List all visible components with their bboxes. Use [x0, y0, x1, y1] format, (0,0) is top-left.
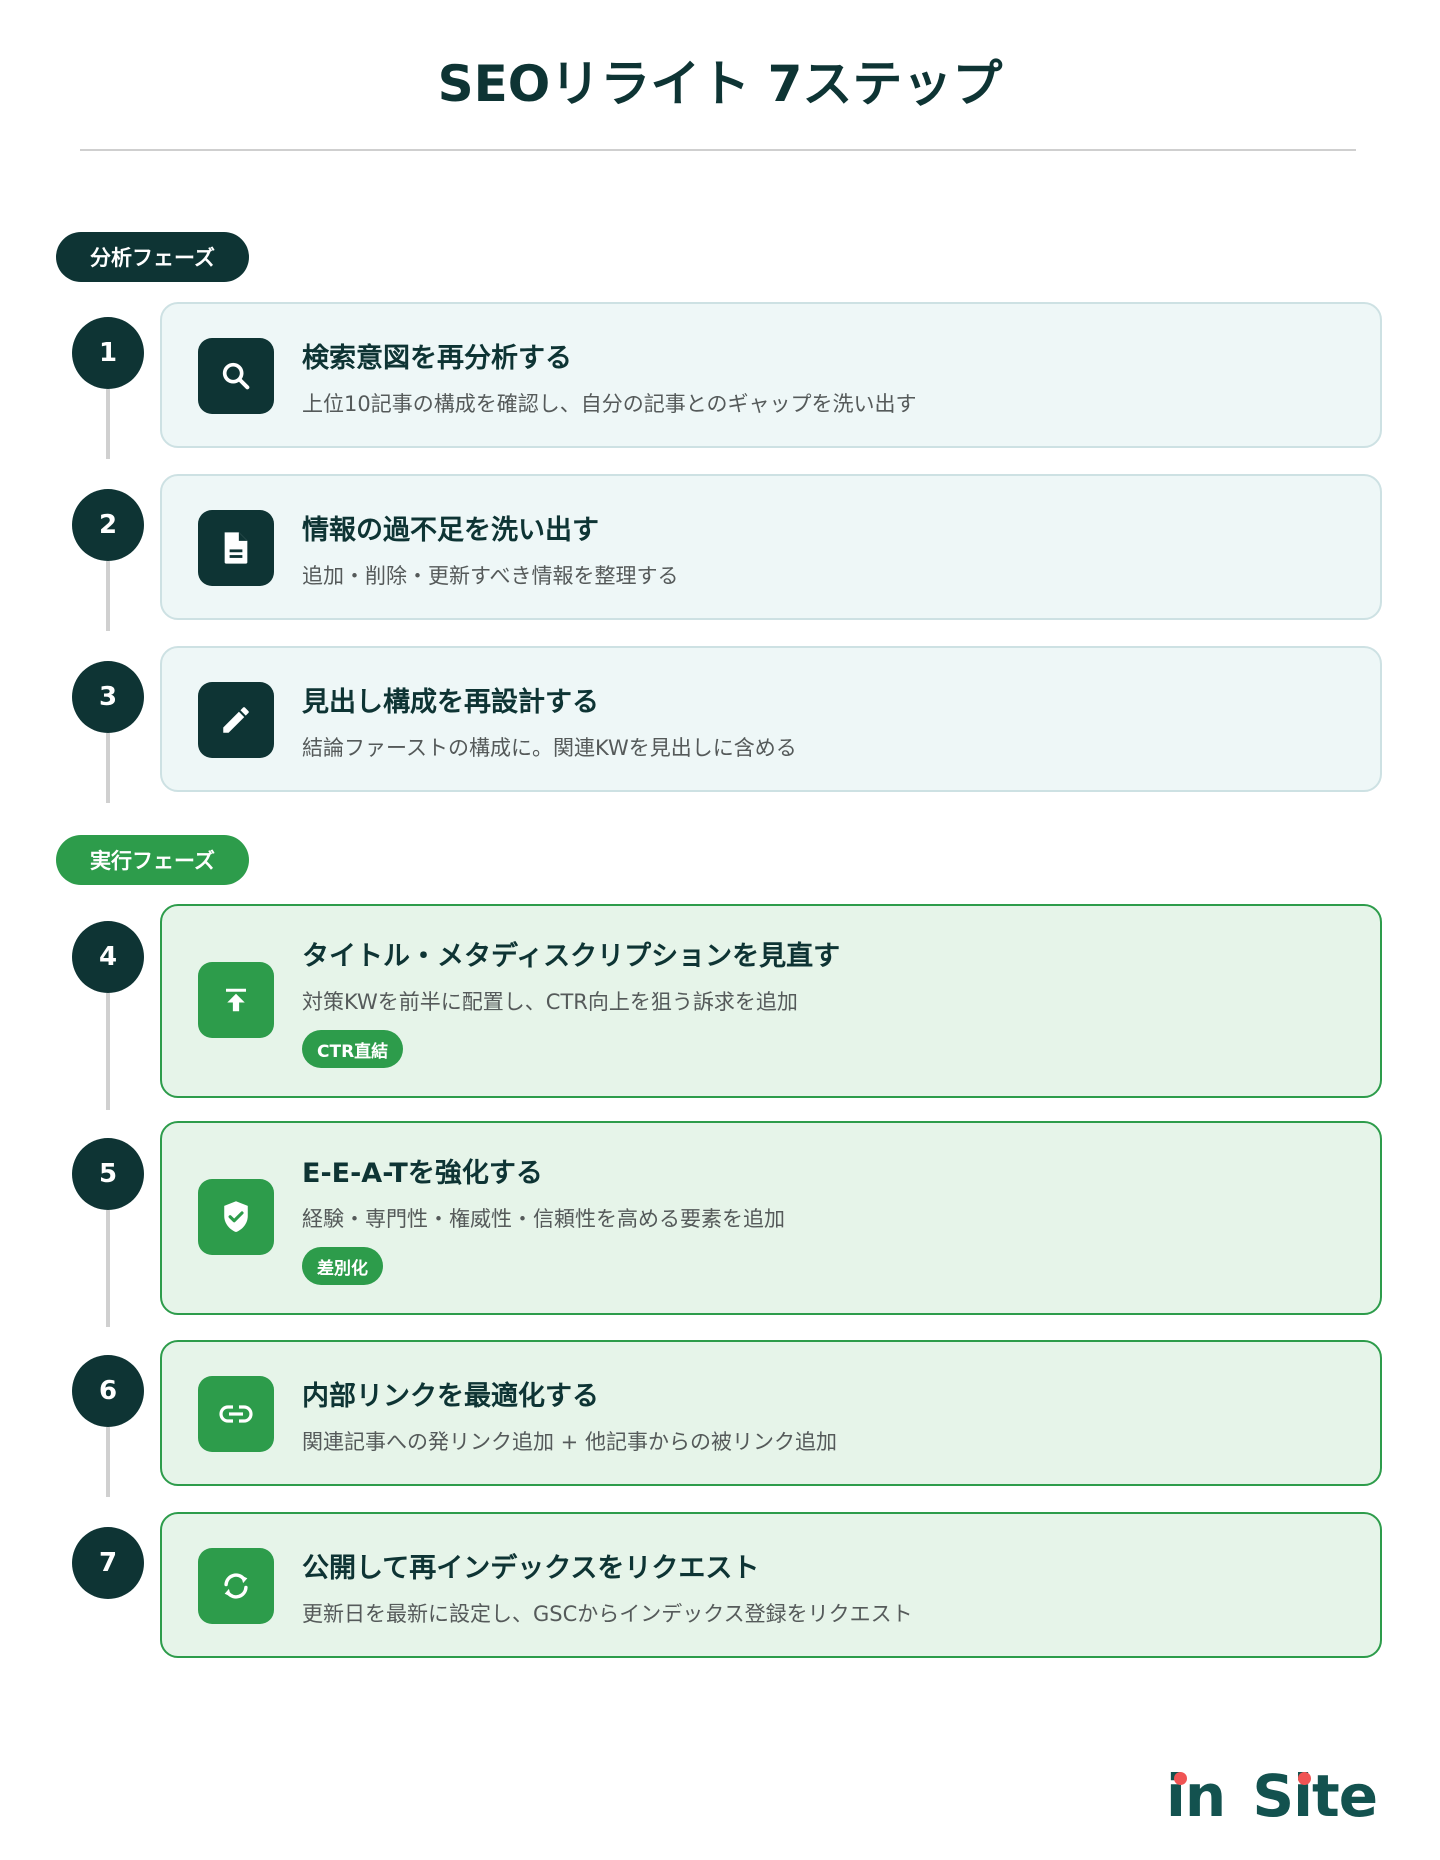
link-icon	[198, 1376, 274, 1452]
step-title: 内部リンクを最適化する	[302, 1381, 599, 1412]
shield-check-icon	[198, 1179, 274, 1255]
refresh-icon	[198, 1548, 274, 1624]
step-title: 見出し構成を再設計する	[302, 687, 599, 718]
step-number-badge: 2	[72, 489, 144, 561]
step-title: 検索意図を再分析する	[302, 343, 572, 374]
step-title: E-E-A-Tを強化する	[302, 1158, 543, 1189]
step-card-6: 内部リンクを最適化する 関連記事への発リンク追加 + 他記事からの被リンク追加	[160, 1340, 1382, 1486]
step-description: 上位10記事の構成を確認し、自分の記事とのギャップを洗い出す	[302, 392, 917, 416]
title-divider	[80, 149, 1356, 151]
step-description: 更新日を最新に設定し、GSCからインデックス登録をリクエスト	[302, 1602, 913, 1626]
step-description: 経験・専門性・権威性・信頼性を高める要素を追加	[302, 1207, 785, 1231]
timeline-connector	[106, 733, 110, 803]
step-number-badge: 5	[72, 1138, 144, 1210]
timeline-connector	[106, 1427, 110, 1497]
step-description: 結論ファーストの構成に。関連KWを見出しに含める	[302, 736, 797, 760]
insite-logo: in Site	[1166, 1762, 1378, 1830]
timeline-connector	[106, 1210, 110, 1327]
step-description: 対策KWを前半に配置し、CTR向上を狙う訴求を追加	[302, 990, 798, 1014]
search-icon	[198, 338, 274, 414]
step-number-badge: 1	[72, 317, 144, 389]
step-card-1: 検索意図を再分析する 上位10記事の構成を確認し、自分の記事とのギャップを洗い出…	[160, 302, 1382, 448]
step-card-7: 公開して再インデックスをリクエスト 更新日を最新に設定し、GSCからインデックス…	[160, 1512, 1382, 1658]
timeline-connector	[106, 993, 110, 1110]
step-number-badge: 3	[72, 661, 144, 733]
logo-dot	[1174, 1772, 1187, 1785]
timeline-connector	[106, 389, 110, 459]
step-tag-badge: CTR直結	[302, 1030, 404, 1068]
step-card-5: E-E-A-Tを強化する 経験・専門性・権威性・信頼性を高める要素を追加 差別化	[160, 1121, 1382, 1315]
logo-word-site: Site	[1252, 1762, 1378, 1830]
step-title: 公開して再インデックスをリクエスト	[302, 1553, 760, 1584]
upload-icon	[198, 962, 274, 1038]
phase-label-execution: 実行フェーズ	[56, 835, 249, 885]
step-card-3: 見出し構成を再設計する 結論ファーストの構成に。関連KWを見出しに含める	[160, 646, 1382, 792]
page-title: SEOリライト 7ステップ	[437, 55, 1003, 113]
step-description: 追加・削除・更新すべき情報を整理する	[302, 564, 679, 588]
step-number-badge: 6	[72, 1355, 144, 1427]
step-number-badge: 7	[72, 1527, 144, 1599]
step-title: タイトル・メタディスクリプションを見直す	[302, 941, 841, 972]
step-card-4: タイトル・メタディスクリプションを見直す 対策KWを前半に配置し、CTR向上を狙…	[160, 904, 1382, 1098]
step-number-badge: 4	[72, 921, 144, 993]
pencil-icon	[198, 682, 274, 758]
timeline-connector	[106, 561, 110, 631]
step-title: 情報の過不足を洗い出す	[302, 515, 599, 546]
logo-dot	[1298, 1772, 1312, 1785]
step-card-2: 情報の過不足を洗い出す 追加・削除・更新すべき情報を整理する	[160, 474, 1382, 620]
phase-label-analysis: 分析フェーズ	[56, 232, 249, 282]
step-tag-badge: 差別化	[302, 1247, 383, 1285]
logo-word-in: in	[1166, 1762, 1226, 1830]
document-icon	[198, 510, 274, 586]
step-description: 関連記事への発リンク追加 + 他記事からの被リンク追加	[302, 1430, 837, 1454]
